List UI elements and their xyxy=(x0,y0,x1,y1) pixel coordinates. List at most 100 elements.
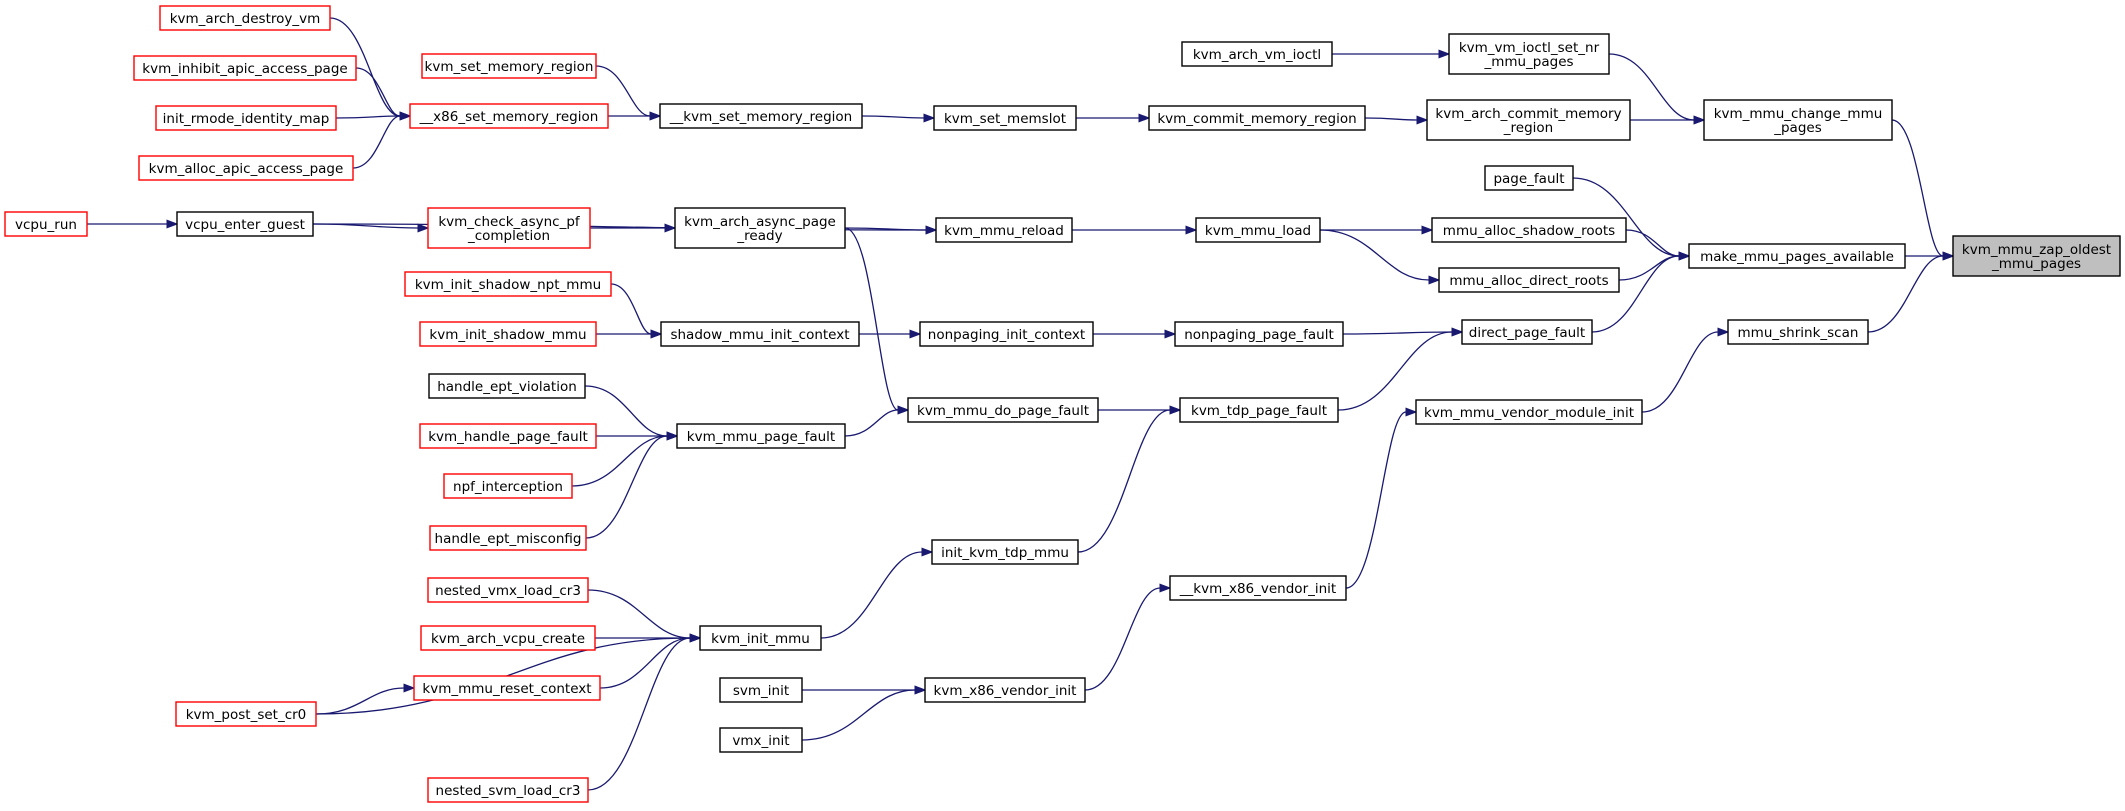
node-x86-vendor-init-[interactable]: __kvm_x86_vendor_init xyxy=(1169,575,1347,601)
node-box[interactable] xyxy=(1688,243,1906,269)
node-box[interactable] xyxy=(674,207,846,249)
node-init-tdp[interactable]: init_kvm_tdp_mmu xyxy=(931,539,1079,565)
node-rmode[interactable]: init_rmode_identity_map xyxy=(155,105,337,131)
node-box[interactable] xyxy=(176,211,314,237)
node-box[interactable] xyxy=(427,207,591,249)
node-init-mmu[interactable]: kvm_init_mmu xyxy=(699,625,822,651)
node-vcpu-create[interactable]: kvm_arch_vcpu_create xyxy=(420,625,596,651)
node-box[interactable] xyxy=(159,5,331,31)
node-mmu-reload[interactable]: kvm_mmu_reload xyxy=(935,217,1073,243)
node-do-pf[interactable]: kvm_mmu_do_page_fault xyxy=(907,397,1099,423)
node-post-cr0[interactable]: kvm_post_set_cr0 xyxy=(175,701,317,727)
node-box[interactable] xyxy=(175,701,317,727)
node-vendor-module[interactable]: kvm_mmu_vendor_module_init xyxy=(1415,399,1643,425)
node-box[interactable] xyxy=(660,321,860,347)
node-ept-misconfig[interactable]: handle_ept_misconfig xyxy=(429,525,587,551)
node-npf[interactable]: npf_interception xyxy=(443,473,573,499)
node-box[interactable] xyxy=(419,321,597,347)
node-box[interactable] xyxy=(1148,105,1366,131)
node-box[interactable] xyxy=(420,625,596,651)
node-box[interactable] xyxy=(427,577,589,603)
node-box[interactable] xyxy=(421,53,597,79)
node-destroy-vm[interactable]: kvm_arch_destroy_vm xyxy=(159,5,331,31)
node-alloc-shadow[interactable]: mmu_alloc_shadow_roots xyxy=(1431,217,1627,243)
node-tdp-pf[interactable]: kvm_tdp_page_fault xyxy=(1179,397,1339,423)
node-box[interactable] xyxy=(409,103,609,129)
node-kvm-set-mem-[interactable]: __kvm_set_memory_region xyxy=(659,103,863,129)
node-nested-vmx[interactable]: nested_vmx_load_cr3 xyxy=(427,577,589,603)
node-x86-vendor-init[interactable]: kvm_x86_vendor_init xyxy=(924,677,1086,703)
node-box[interactable] xyxy=(1448,33,1610,75)
node-arch-commit[interactable]: kvm_arch_commit_memory_region xyxy=(1426,99,1631,141)
node-box[interactable] xyxy=(428,373,586,399)
node-inhibit-apic[interactable]: kvm_inhibit_apic_access_page xyxy=(133,55,357,81)
node-box[interactable] xyxy=(1431,217,1627,243)
node-box[interactable] xyxy=(719,727,803,753)
node-box[interactable] xyxy=(1952,235,2121,277)
node-box[interactable] xyxy=(1415,399,1643,425)
node-box[interactable] xyxy=(427,777,589,803)
node-box[interactable] xyxy=(1461,319,1593,345)
node-box[interactable] xyxy=(1169,575,1347,601)
node-box[interactable] xyxy=(413,675,601,701)
node-box[interactable] xyxy=(1426,99,1631,141)
node-box[interactable] xyxy=(4,211,88,237)
node-set-mem[interactable]: kvm_set_memory_region xyxy=(421,53,597,79)
node-box[interactable] xyxy=(155,105,337,131)
node-nonpaging-init[interactable]: nonpaging_init_context xyxy=(919,321,1094,347)
node-box[interactable] xyxy=(404,271,612,297)
node-box[interactable] xyxy=(1195,217,1321,243)
node-init-shadow-npt[interactable]: kvm_init_shadow_npt_mmu xyxy=(404,271,612,297)
node-commit-mem[interactable]: kvm_commit_memory_region xyxy=(1148,105,1366,131)
node-box[interactable] xyxy=(935,217,1073,243)
node-vcpu-enter[interactable]: vcpu_enter_guest xyxy=(176,211,314,237)
node-change[interactable]: kvm_mmu_change_mmu_pages xyxy=(1703,99,1893,141)
node-box[interactable] xyxy=(443,473,573,499)
node-nested-svm[interactable]: nested_svm_load_cr3 xyxy=(427,777,589,803)
node-vcpu-run[interactable]: vcpu_run xyxy=(4,211,88,237)
node-box[interactable] xyxy=(1174,321,1344,347)
node-box[interactable] xyxy=(699,625,822,651)
node-mmu-load[interactable]: kvm_mmu_load xyxy=(1195,217,1321,243)
node-box[interactable] xyxy=(133,55,357,81)
node-box[interactable] xyxy=(1703,99,1893,141)
node-init-shadow[interactable]: kvm_init_shadow_mmu xyxy=(419,321,597,347)
node-box[interactable] xyxy=(138,155,354,181)
node-alloc-apic[interactable]: kvm_alloc_apic_access_page xyxy=(138,155,354,181)
node-set-memslot[interactable]: kvm_set_memslot xyxy=(933,105,1077,131)
node-svm-init[interactable]: svm_init xyxy=(719,677,803,703)
node-box[interactable] xyxy=(1179,397,1339,423)
node-page-fault[interactable]: page_fault xyxy=(1484,165,1574,191)
node-x86-set-mem[interactable]: __x86_set_memory_region xyxy=(409,103,609,129)
node-handle-pf[interactable]: kvm_handle_page_fault xyxy=(419,423,597,449)
node-box[interactable] xyxy=(919,321,1094,347)
node-box[interactable] xyxy=(419,423,597,449)
node-nonpaging-pf[interactable]: nonpaging_page_fault xyxy=(1174,321,1344,347)
node-box[interactable] xyxy=(924,677,1086,703)
node-box[interactable] xyxy=(933,105,1077,131)
node-box[interactable] xyxy=(429,525,587,551)
node-mmu-pf[interactable]: kvm_mmu_page_fault xyxy=(676,423,846,449)
node-alloc-direct[interactable]: mmu_alloc_direct_roots xyxy=(1438,267,1620,293)
node-check-async[interactable]: kvm_check_async_pf_completion xyxy=(427,207,591,249)
node-box[interactable] xyxy=(1438,267,1620,293)
node-box[interactable] xyxy=(719,677,803,703)
node-box[interactable] xyxy=(1484,165,1574,191)
node-shadow-init[interactable]: shadow_mmu_init_context xyxy=(660,321,860,347)
node-make[interactable]: make_mmu_pages_available xyxy=(1688,243,1906,269)
node-async-ready[interactable]: kvm_arch_async_page_ready xyxy=(674,207,846,249)
node-reset-ctx[interactable]: kvm_mmu_reset_context xyxy=(413,675,601,701)
node-direct-pf[interactable]: direct_page_fault xyxy=(1461,319,1593,345)
node-box[interactable] xyxy=(1181,41,1333,67)
node-vmx-init[interactable]: vmx_init xyxy=(719,727,803,753)
node-arch-vm-ioctl[interactable]: kvm_arch_vm_ioctl xyxy=(1181,41,1333,67)
node-box[interactable] xyxy=(676,423,846,449)
node-box[interactable] xyxy=(907,397,1099,423)
node-ept-violation[interactable]: handle_ept_violation xyxy=(428,373,586,399)
node-shrink[interactable]: mmu_shrink_scan xyxy=(1727,319,1869,345)
node-set-nr[interactable]: kvm_vm_ioctl_set_nr_mmu_pages xyxy=(1448,33,1610,75)
node-box[interactable] xyxy=(931,539,1079,565)
node-zap[interactable]: kvm_mmu_zap_oldest_mmu_pages xyxy=(1952,235,2121,277)
node-box[interactable] xyxy=(659,103,863,129)
node-box[interactable] xyxy=(1727,319,1869,345)
